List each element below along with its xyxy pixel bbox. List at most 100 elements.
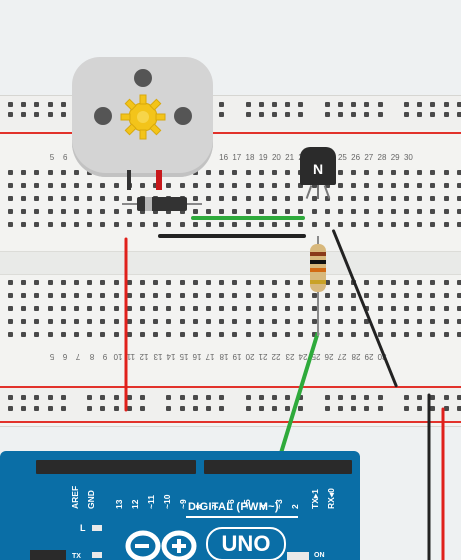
breadboard-hole[interactable]: [34, 112, 40, 117]
breadboard-hole[interactable]: [87, 306, 93, 311]
breadboard-hole[interactable]: [390, 280, 396, 285]
breadboard-hole[interactable]: [219, 406, 225, 411]
breadboard-hole[interactable]: [364, 406, 370, 411]
breadboard-hole[interactable]: [456, 112, 461, 117]
breadboard-hole[interactable]: [192, 319, 198, 324]
breadboard-hole[interactable]: [179, 293, 185, 298]
breadboard-hole[interactable]: [456, 196, 461, 201]
breadboard-hole[interactable]: [324, 406, 330, 411]
breadboard-hole[interactable]: [258, 209, 264, 214]
breadboard-hole[interactable]: [100, 406, 106, 411]
breadboard-hole[interactable]: [443, 170, 449, 175]
breadboard-hole[interactable]: [390, 319, 396, 324]
breadboard-hole[interactable]: [74, 196, 79, 201]
breadboard-hole[interactable]: [364, 112, 370, 117]
breadboard-hole[interactable]: [338, 293, 343, 298]
black-wire-off-board[interactable]: [427, 393, 431, 560]
breadboard-hole[interactable]: [272, 395, 277, 400]
breadboard-hole[interactable]: [206, 170, 211, 175]
breadboard-hole[interactable]: [443, 222, 449, 227]
breadboard-hole[interactable]: [113, 196, 119, 201]
breadboard-hole[interactable]: [206, 183, 211, 188]
breadboard-hole[interactable]: [74, 332, 79, 337]
breadboard-hole[interactable]: [153, 319, 159, 324]
breadboard-hole[interactable]: [390, 332, 396, 337]
breadboard-hole[interactable]: [153, 332, 159, 337]
breadboard-hole[interactable]: [113, 306, 119, 311]
breadboard-hole[interactable]: [166, 332, 172, 337]
breadboard-hole[interactable]: [219, 319, 225, 324]
breadboard-hole[interactable]: [47, 209, 53, 214]
breadboard-hole[interactable]: [47, 280, 53, 285]
breadboard-hole[interactable]: [100, 395, 106, 400]
breadboard-hole[interactable]: [364, 222, 370, 227]
breadboard-hole[interactable]: [47, 319, 53, 324]
breadboard-hole[interactable]: [324, 222, 330, 227]
breadboard-hole[interactable]: [443, 102, 449, 107]
breadboard-hole[interactable]: [219, 332, 225, 337]
breadboard-hole[interactable]: [47, 332, 53, 337]
breadboard-hole[interactable]: [21, 406, 27, 411]
breadboard-hole[interactable]: [21, 293, 27, 298]
breadboard-hole[interactable]: [285, 395, 291, 400]
breadboard-hole[interactable]: [192, 183, 198, 188]
breadboard-hole[interactable]: [179, 319, 185, 324]
breadboard-hole[interactable]: [258, 280, 264, 285]
breadboard-hole[interactable]: [404, 395, 409, 400]
breadboard-hole[interactable]: [232, 222, 238, 227]
breadboard-hole[interactable]: [47, 306, 53, 311]
breadboard-hole[interactable]: [285, 112, 291, 117]
breadboard-hole[interactable]: [456, 332, 461, 337]
breadboard-hole[interactable]: [456, 222, 461, 227]
breadboard-hole[interactable]: [324, 102, 330, 107]
breadboard-hole[interactable]: [272, 306, 277, 311]
breadboard-hole[interactable]: [417, 170, 423, 175]
breadboard-hole[interactable]: [324, 306, 330, 311]
breadboard-hole[interactable]: [34, 196, 40, 201]
breadboard-hole[interactable]: [338, 183, 343, 188]
breadboard-hole[interactable]: [456, 170, 461, 175]
breadboard-hole[interactable]: [179, 209, 185, 214]
breadboard-hole[interactable]: [417, 406, 423, 411]
breadboard-hole[interactable]: [47, 406, 53, 411]
breadboard-hole[interactable]: [179, 183, 185, 188]
breadboard-hole[interactable]: [272, 112, 277, 117]
black-wire-horizontal[interactable]: [158, 234, 306, 238]
breadboard-hole[interactable]: [219, 102, 225, 107]
breadboard-hole[interactable]: [417, 332, 423, 337]
breadboard-hole[interactable]: [351, 112, 357, 117]
breadboard-hole[interactable]: [34, 209, 40, 214]
breadboard-hole[interactable]: [324, 280, 330, 285]
digital-header-right[interactable]: [204, 460, 352, 474]
breadboard-hole[interactable]: [338, 319, 343, 324]
breadboard-hole[interactable]: [245, 406, 251, 411]
breadboard-hole[interactable]: [166, 183, 172, 188]
breadboard-hole[interactable]: [311, 209, 317, 214]
breadboard-hole[interactable]: [338, 112, 343, 117]
breadboard-hole[interactable]: [166, 209, 172, 214]
breadboard-hole[interactable]: [245, 183, 251, 188]
breadboard-hole[interactable]: [126, 319, 132, 324]
breadboard-hole[interactable]: [430, 112, 436, 117]
breadboard-hole[interactable]: [456, 102, 461, 107]
breadboard-hole[interactable]: [443, 332, 449, 337]
breadboard-hole[interactable]: [113, 293, 119, 298]
breadboard-hole[interactable]: [298, 222, 304, 227]
breadboard-hole[interactable]: [443, 293, 449, 298]
breadboard-hole[interactable]: [232, 183, 238, 188]
breadboard-hole[interactable]: [417, 196, 423, 201]
breadboard-hole[interactable]: [311, 293, 317, 298]
breadboard-hole[interactable]: [272, 102, 277, 107]
breadboard-hole[interactable]: [272, 209, 277, 214]
breadboard-hole[interactable]: [153, 280, 159, 285]
breadboard-hole[interactable]: [166, 222, 172, 227]
breadboard-hole[interactable]: [298, 319, 304, 324]
breadboard-hole[interactable]: [166, 406, 172, 411]
breadboard-hole[interactable]: [456, 395, 461, 400]
breadboard-hole[interactable]: [113, 222, 119, 227]
breadboard-hole[interactable]: [87, 293, 93, 298]
breadboard-hole[interactable]: [126, 196, 132, 201]
breadboard-hole[interactable]: [338, 222, 343, 227]
breadboard-hole[interactable]: [8, 293, 13, 298]
breadboard-hole[interactable]: [364, 183, 370, 188]
